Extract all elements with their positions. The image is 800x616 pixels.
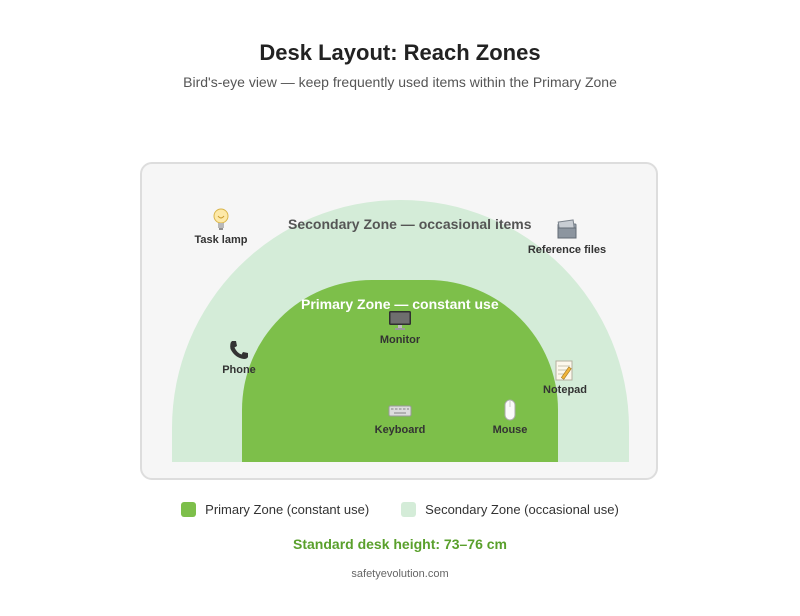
item-monitor: Monitor — [345, 308, 455, 346]
page-subtitle: Bird's-eye view — keep frequently used i… — [183, 74, 617, 90]
legend-label-primary: Primary Zone (constant use) — [205, 502, 370, 517]
item-task-lamp: Task lamp — [166, 208, 276, 246]
desk-surface: Secondary Zone — occasional items Primar… — [140, 162, 658, 480]
source-credit: safetyevolution.com — [351, 568, 449, 580]
legend-label-secondary: Secondary Zone (occasional use) — [425, 502, 619, 517]
legend-swatch-primary — [181, 502, 197, 517]
item-mouse: Mouse — [455, 398, 565, 436]
notepad-label: Notepad — [543, 384, 587, 396]
legend-swatch-secondary — [401, 502, 417, 517]
monitor-label: Monitor — [379, 334, 421, 346]
phone-icon — [230, 341, 248, 359]
primary-zone — [242, 280, 558, 462]
mouse-icon — [504, 399, 516, 421]
page-title: Desk Layout: Reach Zones — [259, 40, 541, 65]
notepad-icon — [555, 360, 573, 381]
task-lamp-label: Task lamp — [194, 234, 248, 246]
phone-label: Phone — [222, 364, 256, 376]
primary-zone-label: Primary Zone — constant use — [301, 296, 499, 312]
folder-icon — [557, 219, 577, 239]
lightbulb-icon — [213, 208, 229, 230]
legend-entry-primary: Primary Zone (constant use) — [181, 502, 369, 517]
item-keyboard: Keyboard — [345, 398, 455, 436]
item-notepad: Notepad — [510, 358, 620, 396]
item-reference-files: Reference files — [512, 218, 622, 256]
mouse-label: Mouse — [492, 424, 528, 436]
keyboard-icon — [388, 405, 412, 417]
reference-files-label: Reference files — [527, 244, 607, 256]
monitor-icon — [389, 311, 411, 330]
item-phone: Phone — [184, 338, 294, 376]
desk-height-note: Standard desk height: 73–76 cm — [293, 536, 507, 552]
keyboard-label: Keyboard — [374, 424, 426, 436]
legend-entry-secondary: Secondary Zone (occasional use) — [401, 502, 619, 517]
secondary-zone-label: Secondary Zone — occasional items — [288, 216, 532, 232]
legend: Primary Zone (constant use) Secondary Zo… — [0, 502, 800, 517]
